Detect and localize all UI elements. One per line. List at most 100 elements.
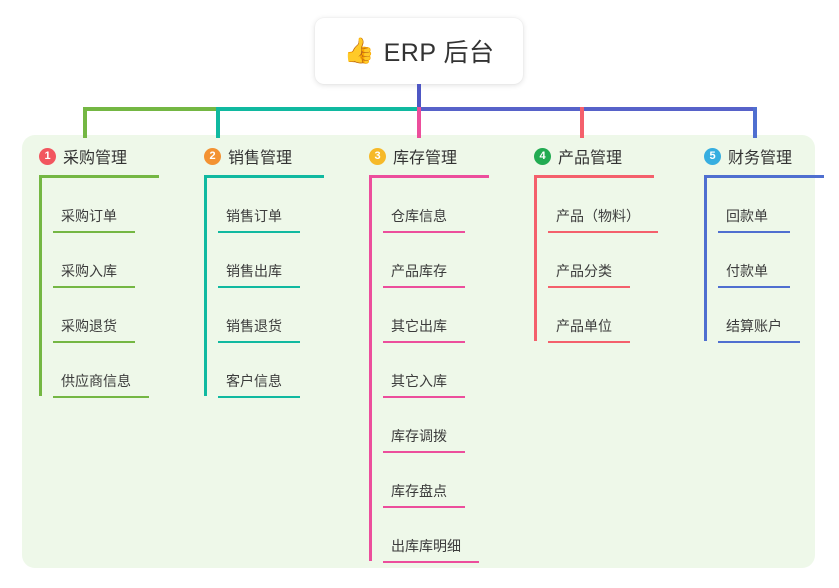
leaf-item[interactable]: 销售退货	[204, 288, 324, 343]
leaf-item-label: 采购入库	[61, 263, 117, 279]
column-spine	[204, 178, 207, 396]
leaf-item[interactable]: 采购入库	[39, 233, 159, 288]
leaf-item[interactable]: 产品库存	[369, 233, 489, 288]
branch-column-4: 4 产品管理产品（物料） 产品分类产品单位	[520, 143, 658, 343]
leaf-item[interactable]: 仓库信息	[369, 178, 489, 233]
leaf-item-label: 其它入库	[391, 373, 447, 389]
leaf-item[interactable]: 采购退货	[39, 288, 159, 343]
leaf-item-label: 库存调拨	[391, 428, 447, 444]
leaf-item-rule	[548, 231, 658, 233]
leaf-item[interactable]: 其它入库	[369, 343, 489, 398]
leaf-item-label: 产品分类	[556, 263, 612, 279]
leaf-item[interactable]: 回款单	[704, 178, 824, 233]
connector-drop-5	[753, 107, 757, 138]
leaf-item-rule	[218, 286, 300, 288]
leaf-item-rule	[383, 561, 479, 563]
leaf-item-rule	[218, 341, 300, 343]
leaf-item-rule	[218, 396, 300, 398]
leaf-item-rule	[383, 451, 465, 453]
leaf-item-rule	[383, 341, 465, 343]
column-number-badge: 1	[39, 147, 56, 165]
root-title: ERP 后台	[383, 39, 495, 67]
connector-drop-4	[580, 107, 584, 138]
leaf-item[interactable]: 产品（物料）	[534, 178, 658, 233]
leaf-item-label: 采购退货	[61, 318, 117, 334]
leaf-item-label: 客户信息	[226, 373, 282, 389]
leaf-item-label: 付款单	[726, 263, 768, 279]
leaf-item-rule	[383, 231, 465, 233]
leaf-item-label: 采购订单	[61, 208, 117, 224]
column-spine	[39, 178, 42, 396]
column-number-badge: 2	[204, 147, 221, 165]
connector-drop-2	[216, 107, 220, 138]
connector-drop-3	[417, 107, 421, 138]
column-header-2[interactable]: 2 销售管理	[190, 143, 324, 169]
column-header-4[interactable]: 4 产品管理	[520, 143, 658, 169]
column-header-rule	[369, 175, 489, 178]
leaf-item[interactable]: 客户信息	[204, 343, 324, 398]
leaf-item-label: 产品单位	[556, 318, 612, 334]
leaf-item-label: 出库库明细	[391, 538, 461, 554]
leaf-item-rule	[548, 286, 630, 288]
leaf-item-rule	[718, 286, 790, 288]
branch-column-1: 1 采购管理采购订单采购入库采购退货供应商信息	[25, 143, 159, 398]
connector-root-stem	[417, 84, 421, 109]
column-header-5[interactable]: 5 财务管理	[690, 143, 824, 169]
branch-column-5: 5 财务管理回款单付款单结算账户	[690, 143, 824, 343]
column-header-rule	[204, 175, 324, 178]
column-header-rule	[534, 175, 654, 178]
leaf-item-rule	[383, 506, 465, 508]
leaf-item-rule	[53, 396, 149, 398]
leaf-item[interactable]: 其它出库	[369, 288, 489, 343]
column-spine	[534, 178, 537, 341]
connector-drop-1	[83, 107, 87, 138]
column-items: 销售订单销售出库销售退货客户信息	[190, 178, 324, 398]
leaf-item-label: 销售出库	[226, 263, 282, 279]
leaf-item-rule	[218, 231, 300, 233]
column-title: 库存管理	[393, 150, 458, 167]
column-spine	[369, 178, 372, 561]
column-items: 采购订单采购入库采购退货供应商信息	[25, 178, 159, 398]
leaf-item-label: 结算账户	[726, 318, 782, 334]
column-header-rule	[704, 175, 824, 178]
leaf-item-label: 产品库存	[391, 263, 447, 279]
leaf-item[interactable]: 产品单位	[534, 288, 658, 343]
column-title: 产品管理	[558, 150, 623, 167]
column-items: 仓库信息产品库存其它出库其它入库库存调拨库存盘点出库库明细	[355, 178, 489, 563]
column-number-badge: 5	[704, 147, 721, 165]
branch-column-2: 2 销售管理销售订单销售出库销售退货客户信息	[190, 143, 324, 398]
column-header-1[interactable]: 1 采购管理	[25, 143, 159, 169]
column-header-rule	[39, 175, 159, 178]
leaf-item[interactable]: 库存盘点	[369, 453, 489, 508]
leaf-item[interactable]: 付款单	[704, 233, 824, 288]
column-items: 回款单付款单结算账户	[690, 178, 824, 343]
root-node[interactable]: 👍 ERP 后台	[315, 18, 523, 84]
column-title: 销售管理	[228, 150, 293, 167]
connector-hbar-segment-1	[83, 107, 218, 111]
column-number-badge: 4	[534, 147, 551, 165]
leaf-item[interactable]: 销售订单	[204, 178, 324, 233]
leaf-item-rule	[383, 286, 465, 288]
diagram-panel	[22, 135, 815, 568]
leaf-item-label: 其它出库	[391, 318, 447, 334]
leaf-item-label: 供应商信息	[61, 373, 131, 389]
leaf-item[interactable]: 供应商信息	[39, 343, 159, 398]
leaf-item-rule	[718, 231, 790, 233]
column-title: 财务管理	[728, 150, 793, 167]
leaf-item[interactable]: 销售出库	[204, 233, 324, 288]
leaf-item-rule	[548, 341, 630, 343]
thumbs-up-icon: 👍	[343, 36, 375, 65]
connector-hbar-segment-2	[216, 107, 419, 111]
leaf-item-rule	[53, 341, 135, 343]
leaf-item[interactable]: 出库库明细	[369, 508, 489, 563]
connector-hbar-segment-3	[417, 107, 757, 111]
leaf-item[interactable]: 采购订单	[39, 178, 159, 233]
column-spine	[704, 178, 707, 341]
leaf-item[interactable]: 产品分类	[534, 233, 658, 288]
leaf-item[interactable]: 库存调拨	[369, 398, 489, 453]
column-title: 采购管理	[63, 150, 128, 167]
leaf-item[interactable]: 结算账户	[704, 288, 824, 343]
leaf-item-label: 产品（物料）	[556, 208, 640, 224]
leaf-item-label: 回款单	[726, 208, 768, 224]
